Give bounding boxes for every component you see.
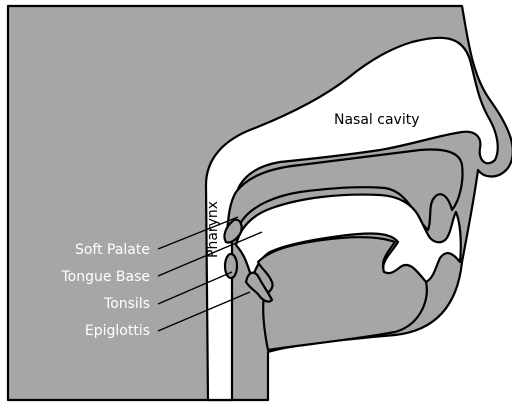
soft-palate-label: Soft Palate bbox=[75, 242, 150, 258]
tongue-base-label: Tongue Base bbox=[60, 269, 150, 285]
epiglottis-label: Epiglottis bbox=[85, 323, 150, 339]
tonsils-label: Tonsils bbox=[103, 296, 150, 312]
nasal-cavity-label: Nasal cavity bbox=[334, 112, 420, 128]
pharynx-label: Pharynx bbox=[205, 201, 221, 258]
